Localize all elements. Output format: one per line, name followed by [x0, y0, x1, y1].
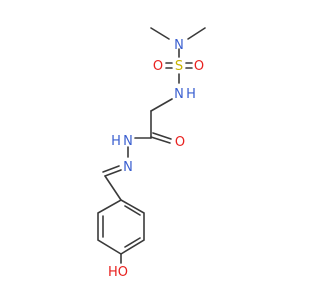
- bond-methyl-left: [150, 27, 170, 40]
- atom-o-left: O: [153, 59, 163, 74]
- atom-n-top: N: [174, 38, 184, 53]
- molecule-drawing: N S O O N H O H N N HO: [97, 27, 206, 280]
- atom-s: S: [175, 59, 183, 74]
- ring-double-2: [124, 237, 141, 248]
- atom-o-carbonyl: O: [175, 135, 185, 150]
- bond-nh-ch2: [150, 98, 173, 112]
- bond-methyl-right: [187, 27, 206, 40]
- bond-imine-1: [104, 169, 122, 177]
- atom-oh: HO: [108, 265, 128, 280]
- atom-n-imine: N: [123, 160, 133, 175]
- atom-h-hydrazide: H: [111, 134, 121, 149]
- atom-nh-n: N: [174, 87, 184, 102]
- bond-carbonyl-o-2: [152, 132, 172, 140]
- ring-double-1: [124, 205, 141, 216]
- bond-ch-ring: [104, 175, 122, 201]
- atom-n-hydrazide: N: [123, 134, 133, 149]
- structure-canvas: N S O O N H O H N N HO: [97, 27, 206, 280]
- benzene-ring: [97, 199, 145, 255]
- atom-nh-h: H: [186, 87, 196, 102]
- bond-carbonyl-o-1: [150, 136, 171, 144]
- atom-o-right: O: [194, 59, 204, 74]
- bond-imine-2: [102, 165, 120, 173]
